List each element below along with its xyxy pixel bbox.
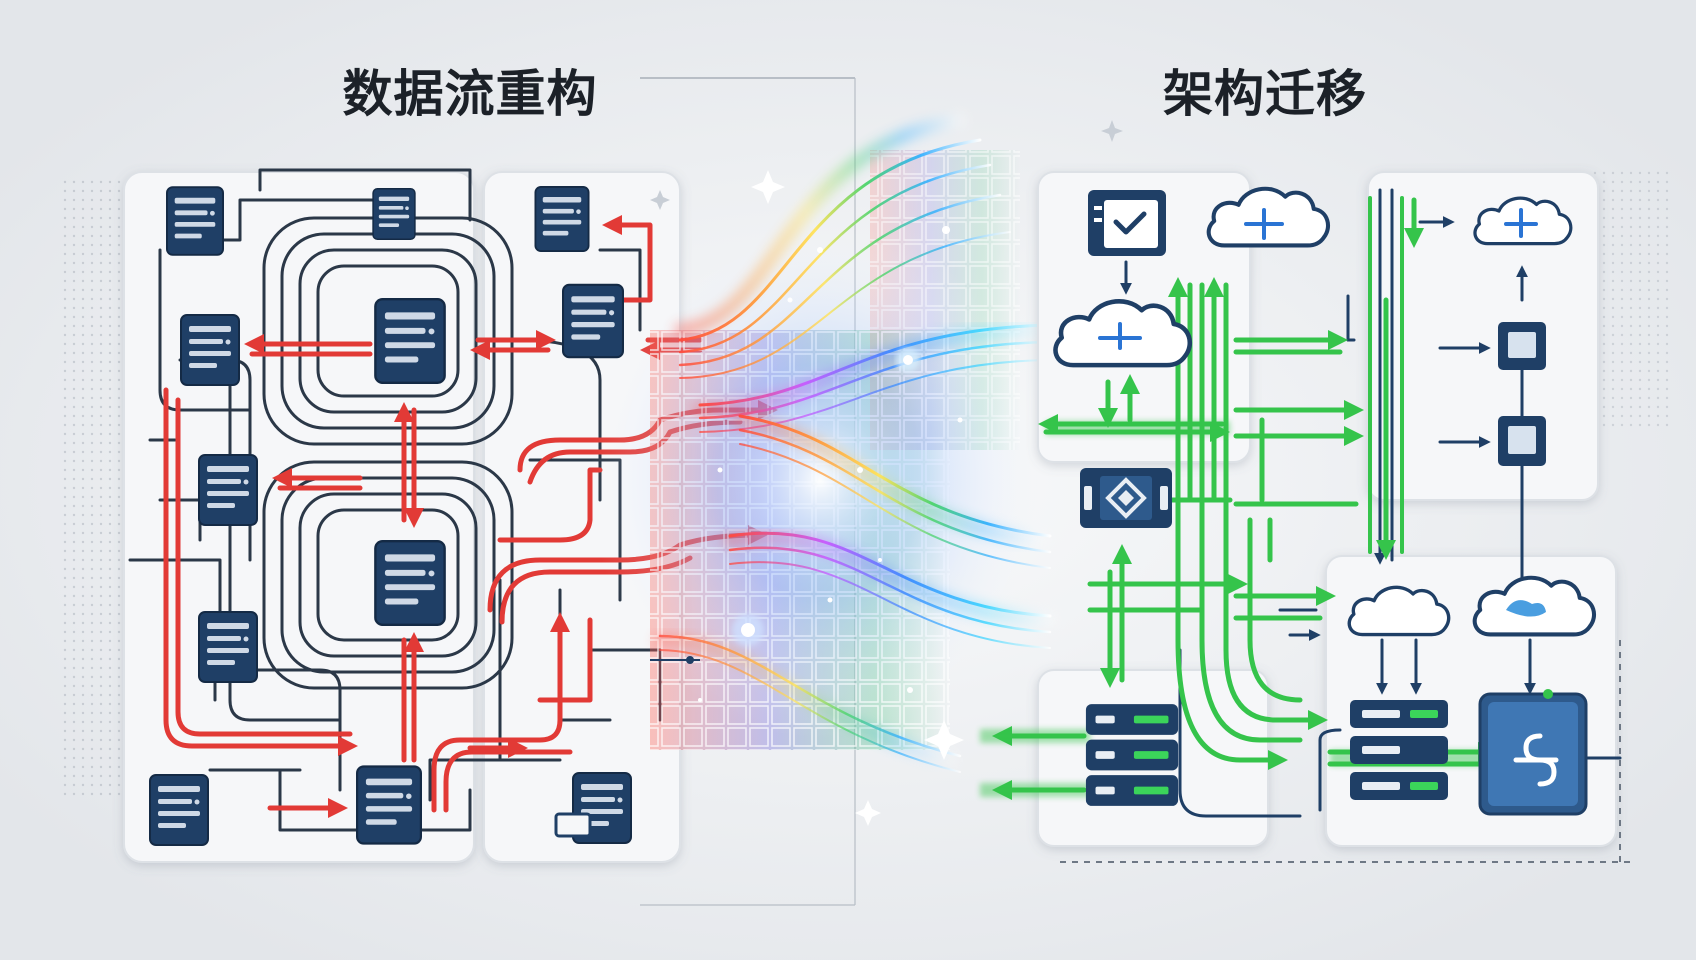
sparkles: [650, 120, 1123, 826]
server-icon: [166, 186, 224, 256]
network-switch-icon: [1080, 468, 1172, 528]
server-icon: [148, 774, 210, 846]
checklist-module-icon: [1088, 190, 1166, 256]
server-icon: [198, 453, 258, 527]
center-transition: [590, 114, 1123, 826]
server-icon: [198, 610, 258, 684]
server-icon: [562, 283, 624, 359]
left-section-title: 数据流重构: [342, 65, 598, 123]
server-icon: [534, 186, 590, 252]
server-icon: [372, 188, 416, 240]
rainbow-streams: [654, 114, 1057, 773]
right-section-title: 架构迁移: [1163, 65, 1367, 123]
migration-target-icon: [1478, 689, 1588, 816]
server-rack-icon: [1085, 704, 1179, 806]
module-box-icon: [1498, 416, 1546, 466]
right-panel-architecture: [980, 171, 1622, 847]
server-icon: [356, 765, 422, 845]
module-box-icon: [1498, 322, 1546, 370]
server-icon: [374, 298, 446, 384]
server-icon: [180, 313, 240, 387]
server-icon: [374, 540, 446, 626]
server-rack-icon: [1350, 700, 1448, 800]
